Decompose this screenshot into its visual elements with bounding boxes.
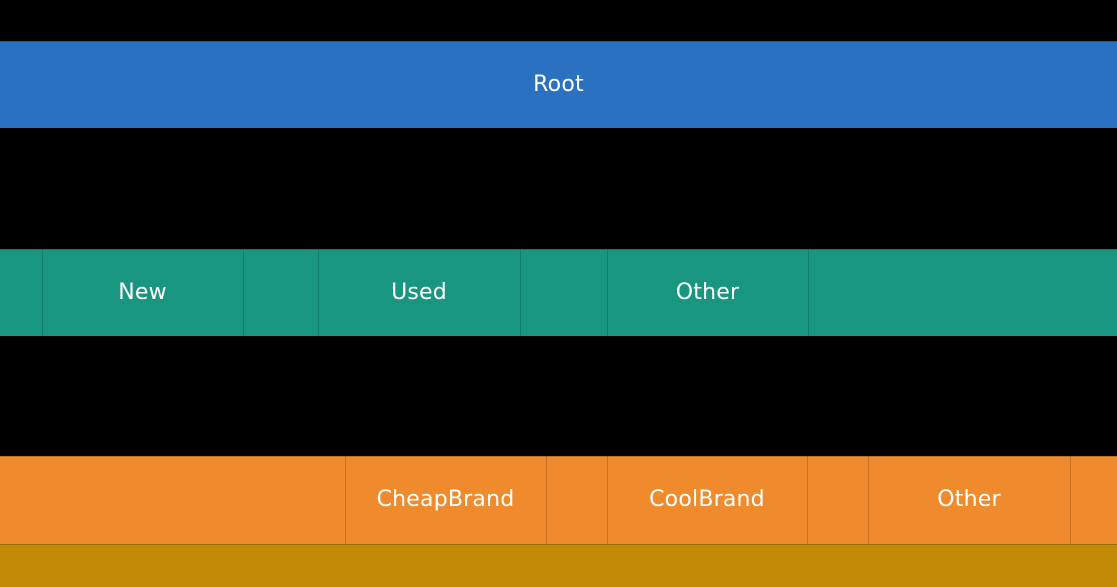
icicle-node-unlabeled[interactable] [1070, 456, 1117, 544]
icicle-node-unlabeled[interactable] [520, 249, 607, 336]
icicle-level-root-level: Root [0, 41, 1117, 128]
icicle-node-label: Root [533, 71, 584, 97]
icicle-node-other[interactable]: Other [868, 456, 1070, 544]
icicle-node-new[interactable]: New [42, 249, 243, 336]
icicle-node-root[interactable]: Root [0, 41, 1117, 128]
icicle-node-unlabeled[interactable] [0, 544, 1117, 587]
icicle-node-unlabeled[interactable] [0, 456, 345, 544]
icicle-node-label: Other [675, 279, 740, 305]
icicle-node-unlabeled[interactable] [0, 249, 42, 336]
icicle-node-unlabeled[interactable] [546, 456, 607, 544]
icicle-node-cheapbrand[interactable]: CheapBrand [345, 456, 546, 544]
icicle-node-unlabeled[interactable] [807, 456, 868, 544]
icicle-level-brand-level: CheapBrand CoolBrand Other [0, 456, 1117, 544]
icicle-node-label: Used [391, 279, 447, 305]
icicle-node-unlabeled[interactable] [243, 249, 318, 336]
icicle-node-coolbrand[interactable]: CoolBrand [607, 456, 807, 544]
icicle-level-leaf-level [0, 544, 1117, 587]
icicle-node-label: CoolBrand [649, 487, 765, 512]
icicle-node-other[interactable]: Other [607, 249, 808, 336]
icicle-node-label: CheapBrand [376, 487, 515, 512]
icicle-node-unlabeled[interactable] [808, 249, 1117, 336]
icicle-level-condition-level: New Used Other [0, 249, 1117, 336]
icicle-node-used[interactable]: Used [318, 249, 520, 336]
icicle-node-label: Other [937, 487, 1001, 512]
icicle-node-label: New [118, 279, 167, 305]
